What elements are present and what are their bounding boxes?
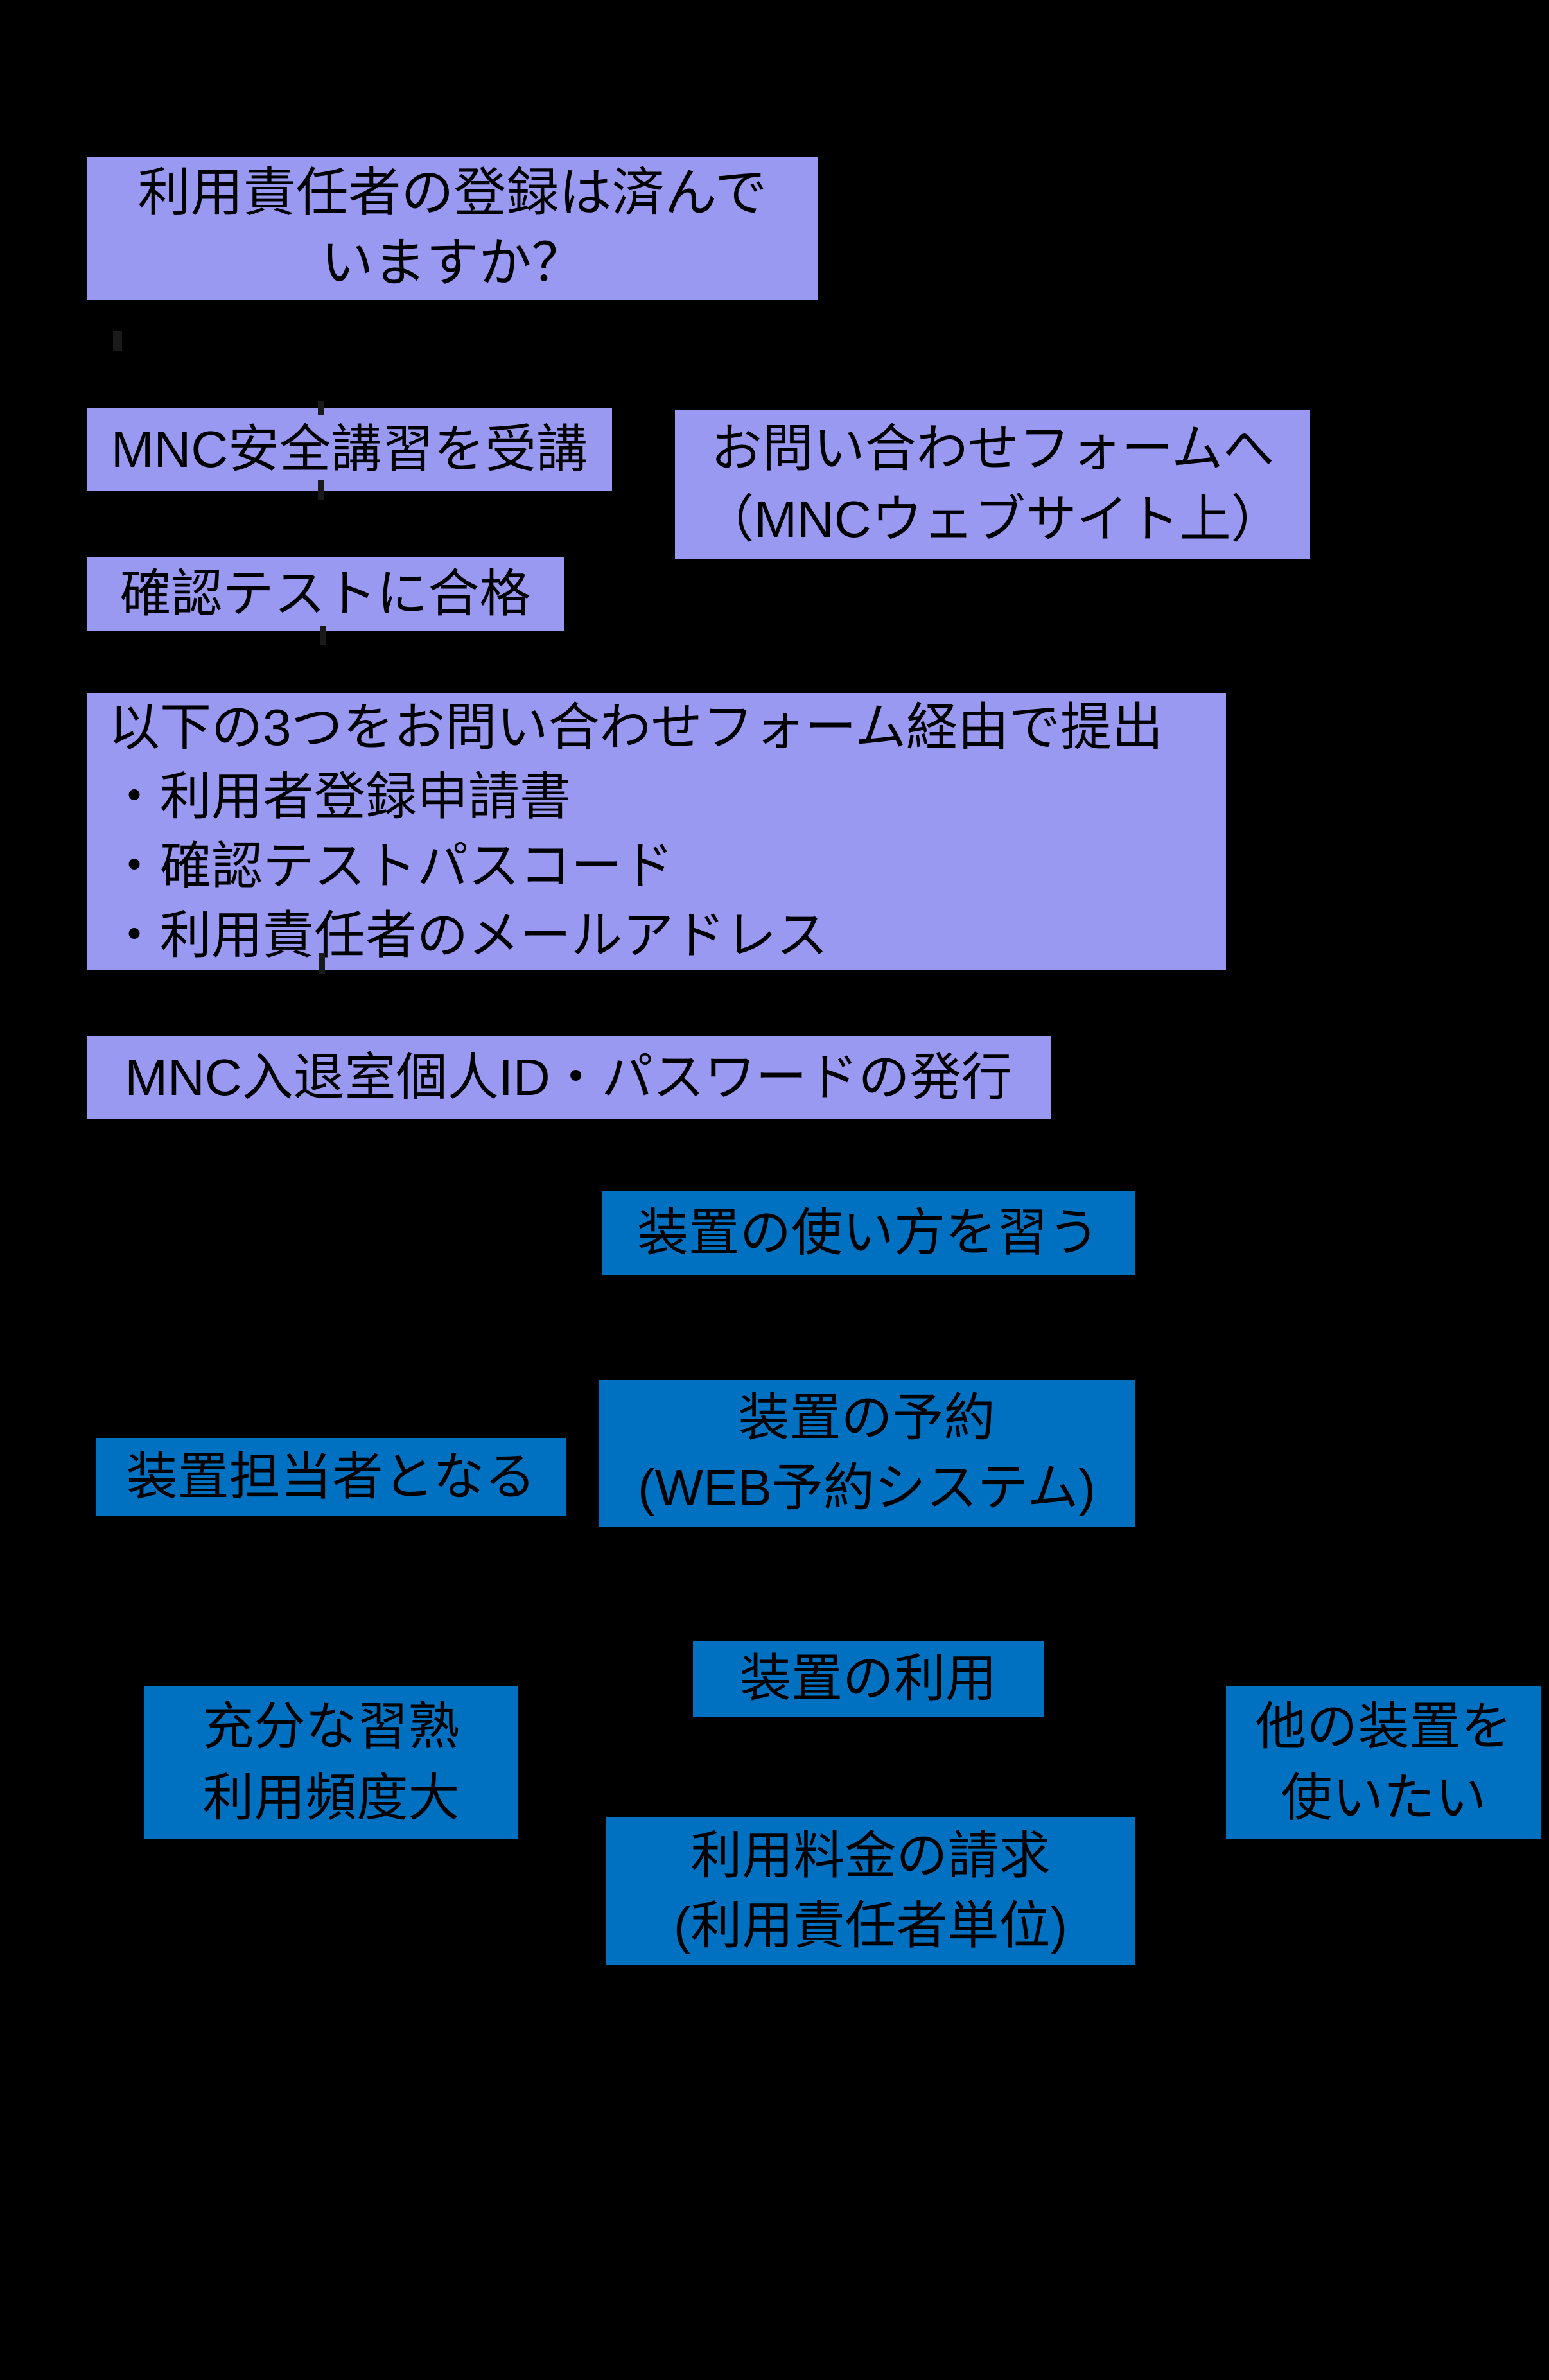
box-text-line: MNC安全講習を受講 <box>110 421 588 478</box>
box-text-line: 他の装置を <box>1255 1698 1512 1756</box>
box-text-line: 装置担当者となる <box>126 1448 536 1505</box>
other-equipment-box: 他の装置を 使いたい <box>1226 1686 1541 1839</box>
connector-mark <box>318 401 324 415</box>
box-text-line: ・利用責任者のメールアドレス <box>109 907 828 964</box>
box-text-line: ・利用者登録申請書 <box>109 768 571 825</box>
box-text-line: 利用料金の請求 <box>690 1827 1051 1885</box>
box-text-line: (利用責任者単位) <box>673 1897 1068 1954</box>
box-text-line: 確認テストに合格 <box>119 565 531 623</box>
box-text-line: 装置の予約 <box>738 1389 995 1447</box>
pass-test-box: 確認テストに合格 <box>87 557 564 631</box>
box-text-line: ・確認テストパスコード <box>109 837 674 895</box>
box-text-line: 装置の使い方を習う <box>637 1204 1099 1262</box>
submit-documents-box: 以下の3つをお問い合わせフォーム経由で提出 ・利用者登録申請書 ・確認テストパス… <box>87 693 1226 970</box>
box-text-line: （MNCウェブサイト上） <box>703 491 1282 548</box>
equipment-use-box: 装置の利用 <box>693 1641 1044 1717</box>
box-text-line: 利用頻度大 <box>202 1769 460 1826</box>
learn-usage-box: 装置の使い方を習う <box>602 1191 1135 1275</box>
box-text-line: 利用責任者の登録は済んで <box>137 164 767 223</box>
box-text-line: 充分な習熟 <box>202 1698 460 1756</box>
question-registered-box: 利用責任者の登録は済んで いますか？ <box>87 157 818 300</box>
inquiry-form-box: お問い合わせフォームへ （MNCウェブサイト上） <box>675 410 1310 559</box>
box-text-line: 装置の利用 <box>740 1650 997 1708</box>
equipment-staff-box: 装置担当者となる <box>96 1438 566 1516</box>
connector-mark <box>319 953 325 974</box>
proficiency-box: 充分な習熟 利用頻度大 <box>144 1686 518 1839</box>
connector-mark <box>113 331 122 351</box>
box-text-line: お問い合わせフォームへ <box>710 419 1275 477</box>
box-text-line: 使いたい <box>1281 1769 1487 1826</box>
connector-mark <box>318 480 324 500</box>
box-text-line: いますか？ <box>320 233 584 292</box>
reservation-box: 装置の予約 (WEB予約システム) <box>599 1380 1135 1527</box>
id-issue-box: MNC入退室個人ID・パスワードの発行 <box>87 1036 1051 1119</box>
connector-mark <box>320 626 326 645</box>
box-text-line: 以下の3つをお問い合わせフォーム経由で提出 <box>109 699 1164 756</box>
box-text-line: MNC入退室個人ID・パスワードの発行 <box>125 1049 1013 1107</box>
box-text-line: (WEB予約システム) <box>637 1459 1096 1516</box>
billing-box: 利用料金の請求 (利用責任者単位) <box>606 1817 1135 1965</box>
safety-training-box: MNC安全講習を受講 <box>87 408 612 491</box>
